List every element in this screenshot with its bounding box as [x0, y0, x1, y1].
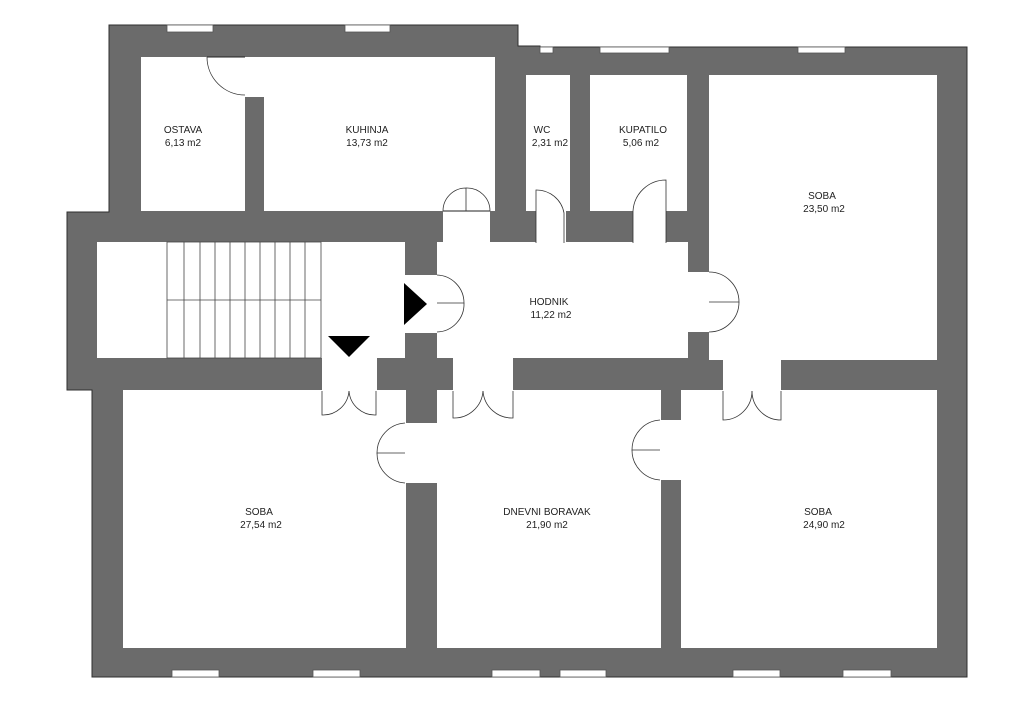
room-name-soba-se: SOBA [804, 507, 832, 518]
floor-kuhinja [264, 57, 495, 211]
floors [97, 57, 937, 648]
window-wc [539, 46, 554, 54]
floor-dnevni [437, 390, 661, 648]
room-name-kuhinja: KUHINJA [346, 125, 389, 136]
floor-soba-se [681, 390, 937, 648]
opening-dnevni-top [453, 357, 513, 391]
window-dnevni-2 [559, 669, 607, 678]
windows [166, 24, 892, 678]
window-dnevni-1 [491, 669, 541, 678]
room-name-kupatilo: KUPATILO [619, 125, 667, 136]
room-name-ostava: OSTAVA [164, 125, 203, 136]
room-name-soba-sw: SOBA [245, 507, 273, 518]
room-area-soba-ne: 23,50 m2 [803, 204, 845, 215]
window-soba-ne [797, 46, 846, 54]
floor-soba-ne [709, 75, 937, 360]
window-kuhinja [344, 24, 391, 33]
labels: OSTAVA 6,13 m2 KUHINJA 13,73 m2 WC 2,31 … [164, 125, 845, 531]
window-kupatilo [599, 46, 670, 54]
window-se-1 [732, 669, 781, 678]
room-area-hodnik: 11,22 m2 [531, 310, 572, 321]
window-sw-1 [171, 669, 220, 678]
room-area-ostava: 6,13 m2 [165, 138, 202, 149]
opening-soba-ne [687, 272, 710, 332]
floor-wc [526, 75, 570, 211]
opening-kupatilo [633, 210, 666, 243]
room-area-soba-sw: 27,54 m2 [240, 520, 282, 531]
doors [206, 56, 782, 484]
opening-stairs-down [322, 357, 377, 391]
room-area-dnevni: 21,90 m2 [526, 520, 568, 531]
opening-kuhinja-ostava [244, 57, 265, 97]
opening-soba-se-top [723, 357, 781, 391]
floor-kupatilo [590, 75, 687, 211]
opening-dnevni-se [660, 420, 682, 480]
stairs [166, 241, 322, 359]
room-name-wc: WC [534, 125, 551, 136]
room-area-soba-se: 24,90 m2 [803, 520, 845, 531]
room-name-soba-ne: SOBA [808, 191, 836, 202]
triangle-right-icon [404, 283, 427, 325]
floor-hodnik [437, 242, 688, 358]
window-ostava [166, 24, 214, 33]
floor-hodnik-top [443, 211, 490, 243]
floor-soba-sw [123, 390, 406, 648]
triangle-down-icon [328, 336, 370, 357]
opening-wc [536, 210, 566, 243]
room-area-kupatilo: 5,06 m2 [623, 138, 660, 149]
room-name-dnevni: DNEVNI BORAVAK [503, 507, 591, 518]
room-area-wc: 2,31 m2 [532, 138, 569, 149]
room-name-hodnik: HODNIK [530, 297, 569, 308]
opening-sw-dnevni [405, 423, 438, 483]
window-sw-2 [312, 669, 361, 678]
room-area-kuhinja: 13,73 m2 [346, 138, 388, 149]
floor-ostava [141, 57, 245, 211]
window-se-2 [842, 669, 892, 678]
